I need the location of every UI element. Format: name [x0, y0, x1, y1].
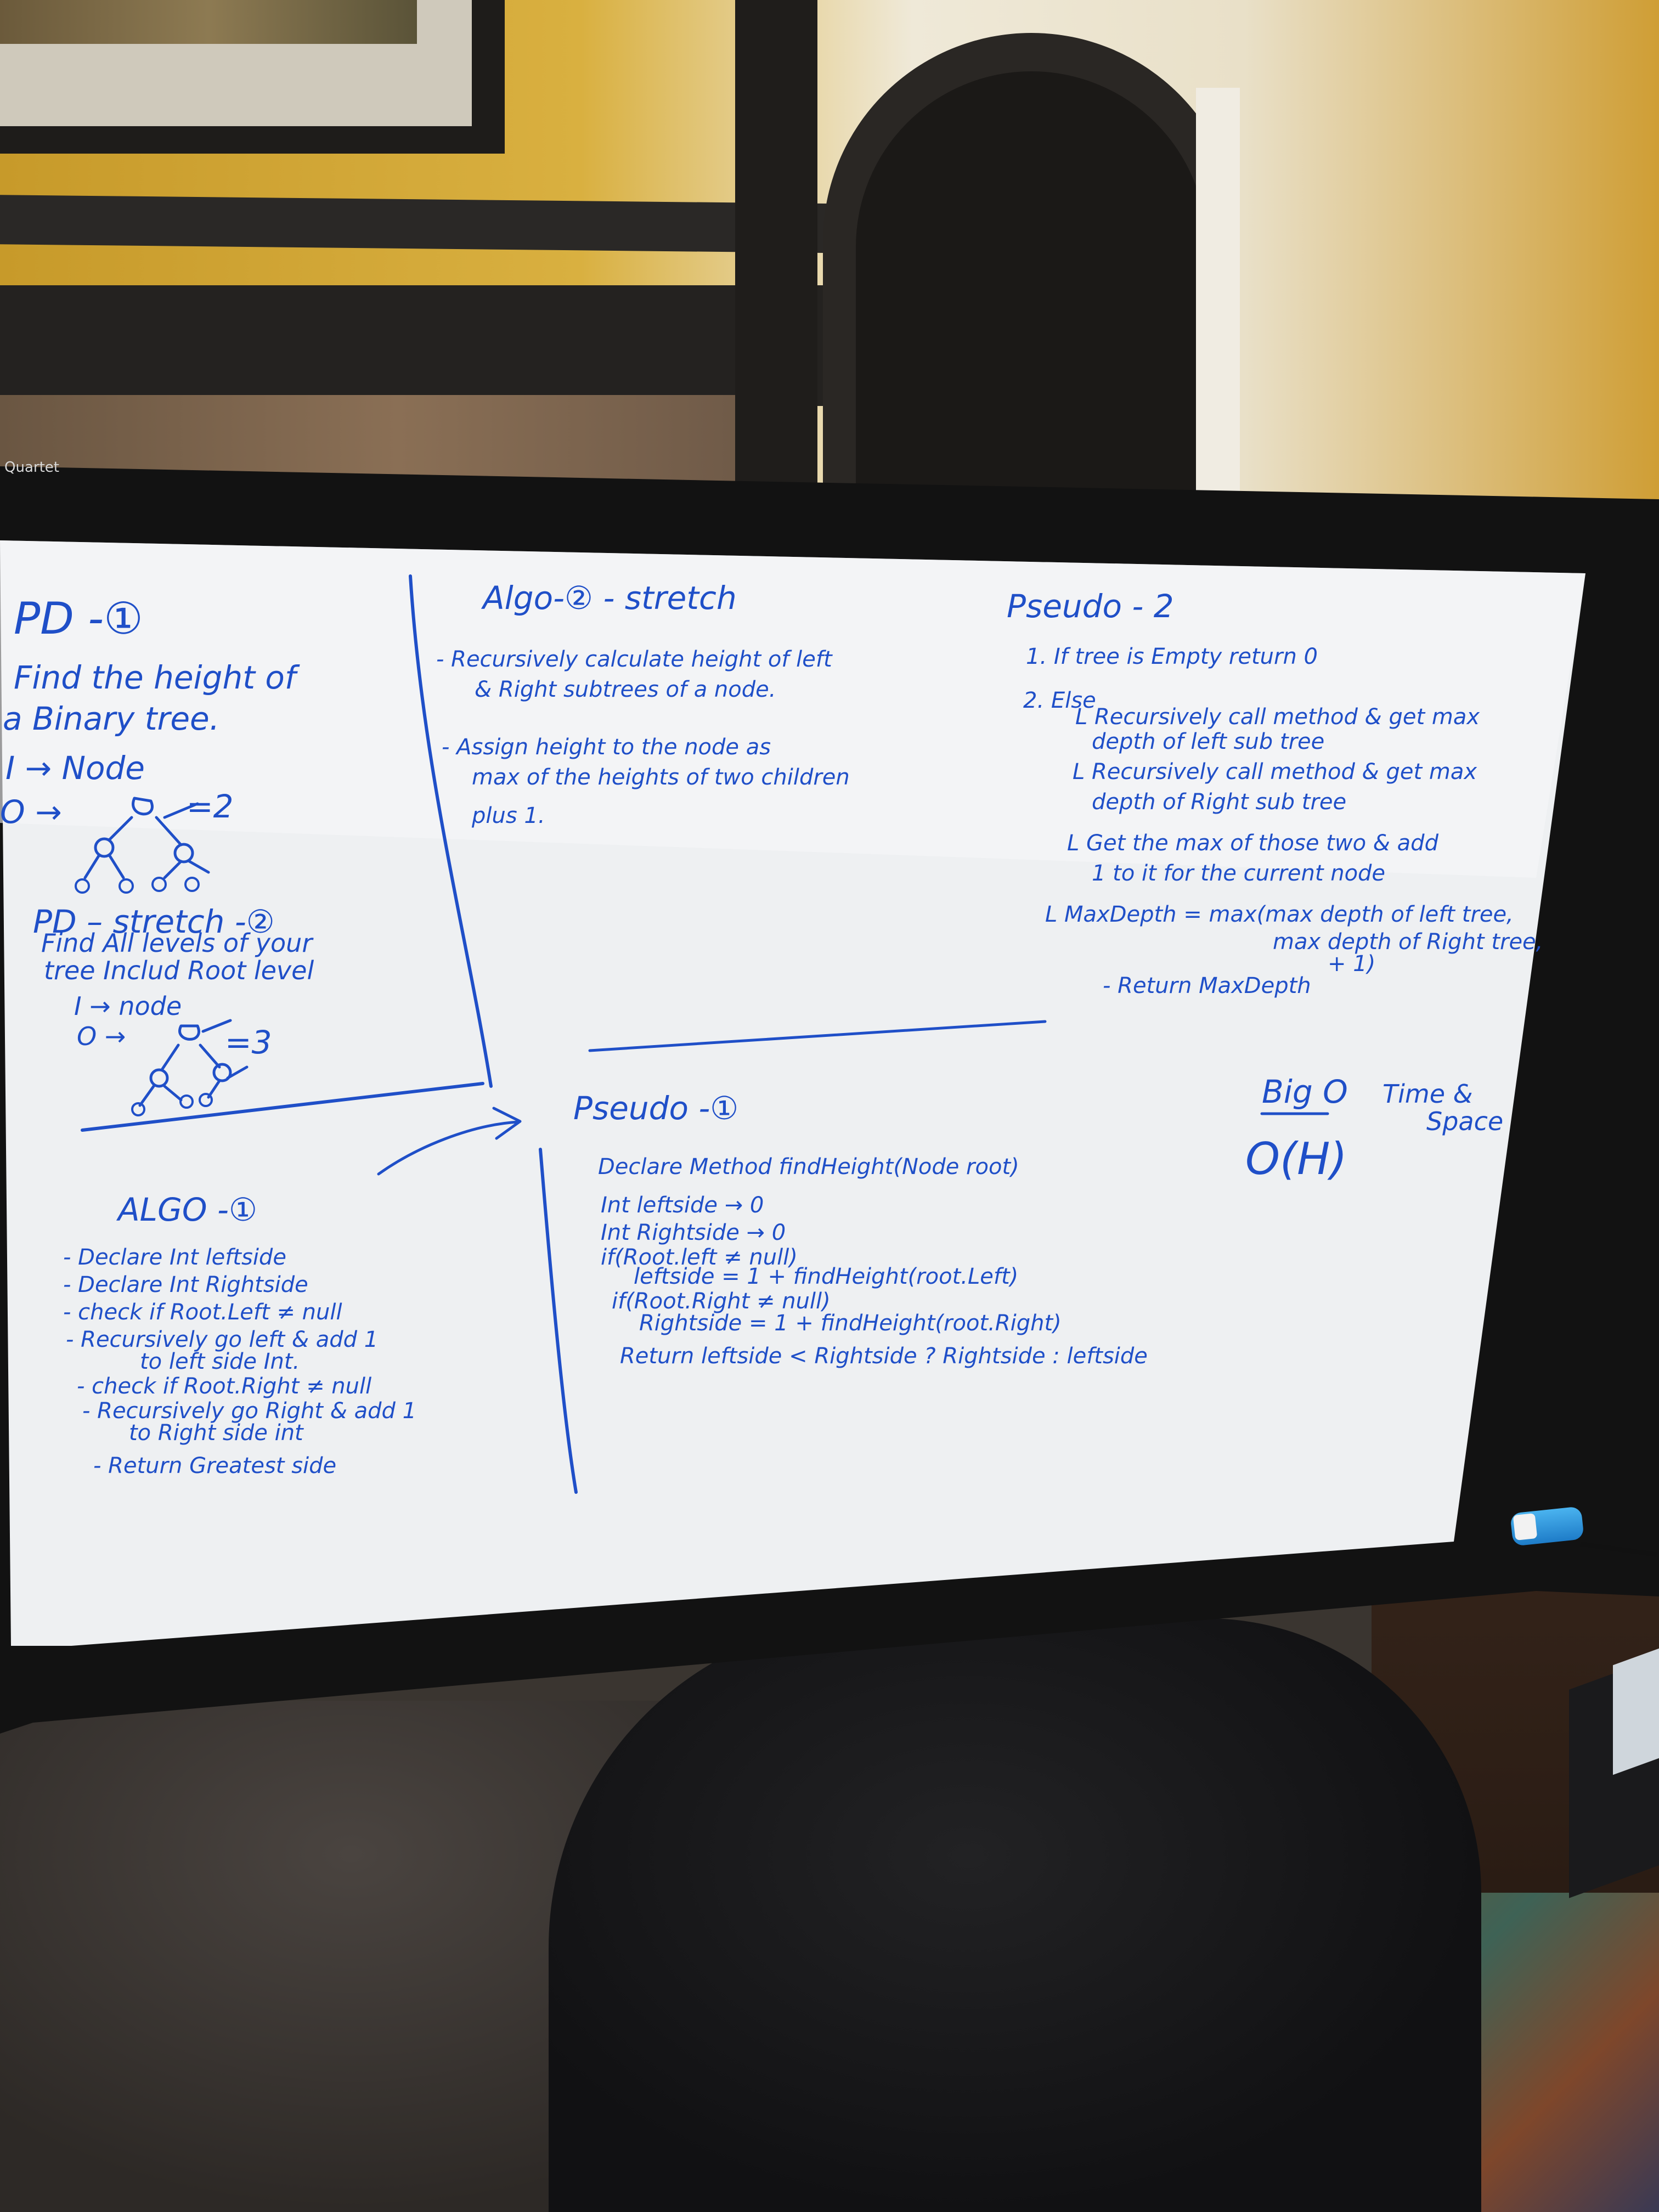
bigo-title: Big O: [1262, 1073, 1348, 1110]
pseudo2-line-10: max depth of Right tree,: [1273, 929, 1543, 955]
pseudo2-line-5: L Recursively call method & get max: [1073, 759, 1477, 785]
pd1-line-1: Find the height of: [14, 659, 300, 696]
board-sheen: [0, 540, 1585, 878]
algo1-line-1: - Declare Int leftside: [63, 1245, 286, 1270]
picture-frame: [0, 0, 505, 154]
pseudo1-line-6: if(Root.Right ≠ null): [612, 1289, 831, 1314]
algo2-line-1: - Recursively calculate height of left: [436, 647, 833, 672]
divider-vertical-bottom: [539, 1148, 578, 1494]
algo1-line-3: - check if Root.Left ≠ null: [63, 1300, 342, 1325]
algo1-line-2: - Declare Int Rightside: [63, 1272, 308, 1297]
pd-stretch-tree-label: =3: [225, 1024, 272, 1061]
pd1-title: PD -①: [14, 593, 143, 644]
algo2-title: Algo-② - stretch: [481, 579, 737, 617]
algo1-title: ALGO -①: [116, 1191, 257, 1228]
pd1-line-4: O →: [0, 793, 62, 831]
algo2-line-4: max of the heights of two children: [472, 765, 850, 790]
arrow-curve: [377, 1107, 522, 1176]
pd-stretch-line-3: I → node: [74, 991, 182, 1021]
lap: [549, 1618, 1481, 2212]
pd-stretch-line-2: tree Includ Root level: [44, 956, 314, 985]
algo1-line-9: - Return Greatest side: [93, 1453, 336, 1479]
pseudo2-line-6: depth of Right sub tree: [1092, 789, 1346, 815]
pseudo2-line-3: L Recursively call method & get max: [1075, 704, 1480, 730]
pseudo1-line-3: Int Rightside → 0: [601, 1220, 786, 1245]
algo1-line-7: - Recursively go Right & add 1: [82, 1398, 416, 1424]
algo1-line-5: to left side Int.: [140, 1349, 300, 1374]
pseudo2-line-8: 1 to it for the current node: [1092, 861, 1385, 886]
divider-vertical-top: [409, 574, 493, 1088]
pseudo1-line-7: Rightside = 1 + findHeight(root.Right): [639, 1311, 1062, 1336]
divider-horizontal-left: [81, 1082, 484, 1132]
algo2-line-2: & Right subtrees of a node.: [475, 677, 776, 702]
bigo-subtitle-2: Space: [1426, 1107, 1503, 1136]
marker-cap: [1513, 1513, 1538, 1541]
bigo-value: O(H): [1245, 1133, 1347, 1184]
archway-opening: [856, 71, 1207, 521]
pseudo2-line-4: depth of left sub tree: [1092, 729, 1324, 754]
pseudo2-line-7: L Get the max of those two & add: [1067, 831, 1439, 856]
pd1-tree-drawing: [75, 797, 210, 894]
pd1-line-2: a Binary tree.: [3, 700, 219, 737]
algo2-line-5: plus 1.: [471, 803, 545, 828]
pseudo2-line-9: L MaxDepth = max(max depth of left tree,: [1045, 902, 1514, 927]
pd1-line-3: I → Node: [5, 749, 145, 787]
algo1-line-6: - check if Root.Right ≠ null: [77, 1374, 371, 1399]
pd-stretch-line-1: Find All levels of your: [41, 928, 314, 958]
pseudo2-line-12: - Return MaxDepth: [1103, 973, 1311, 998]
picture-art: [0, 0, 417, 44]
bigo-subtitle-1: Time &: [1383, 1079, 1472, 1109]
pd-stretch-title: PD – stretch -②: [33, 903, 275, 940]
pseudo2-line-2: 2. Else: [1023, 688, 1096, 713]
wood-post: [735, 0, 817, 483]
pseudo1-line-2: Int leftside → 0: [601, 1193, 764, 1218]
pd1-tree-label: =2: [187, 788, 234, 825]
pseudo2-line-1: 1. If tree is Empty return 0: [1026, 644, 1318, 669]
pseudo1-line-5: leftside = 1 + findHeight(root.Left): [634, 1264, 1018, 1289]
pseudo2-line-11: + 1): [1328, 951, 1375, 977]
algo1-line-4: - Recursively go left & add 1: [66, 1327, 378, 1352]
algo1-line-8: to Right side int: [129, 1420, 304, 1446]
pd-stretch-tree-drawing: [131, 1019, 249, 1116]
archway-trim: [1196, 88, 1240, 494]
divider-horizontal-mid: [588, 1020, 1047, 1052]
pseudo1-line-4: if(Root.left ≠ null): [601, 1245, 798, 1270]
pd-stretch-line-4: O →: [77, 1022, 126, 1051]
brand-label: Quartet: [4, 459, 59, 476]
pseudo1-line-8: Return leftside < Rightside ? Rightside …: [620, 1344, 1148, 1369]
pseudo1-title: Pseudo -①: [573, 1090, 738, 1127]
picture-mat: [0, 0, 472, 126]
pseudo2-title: Pseudo - 2: [1007, 588, 1174, 625]
algo2-line-3: - Assign height to the node as: [442, 735, 771, 760]
pseudo1-line-1: Declare Method findHeight(Node root): [598, 1154, 1019, 1180]
